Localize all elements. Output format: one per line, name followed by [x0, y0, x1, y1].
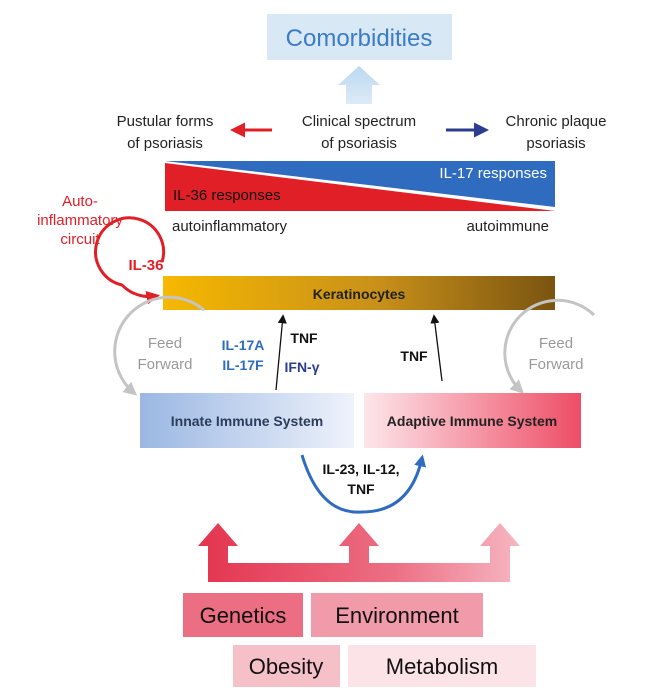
environment-label: Environment — [335, 603, 459, 628]
autoinflammatory-label: autoinflammatory — [172, 218, 288, 235]
adaptive-to-keratinocytes-arrow-icon — [430, 314, 443, 382]
crosstalk-arc-arrow-icon — [300, 454, 427, 514]
keratinocytes-bar — [163, 276, 555, 310]
keratinocytes-label: Keratinocytes — [313, 286, 406, 302]
feed-forward-right-label-1: Feed — [539, 335, 573, 352]
comorbidities-box — [267, 14, 452, 60]
circuit-label-2: inflammatory — [37, 212, 123, 229]
innate-immune-box — [140, 393, 354, 448]
il17-triangle — [165, 161, 555, 207]
circuit-label-1: Auto- — [62, 193, 98, 210]
adaptive-immune-box — [364, 393, 581, 448]
crosstalk-label-2: TNF — [347, 481, 375, 497]
il36-loop-arrow-icon — [94, 216, 166, 305]
il36-responses-label: IL-36 responses — [173, 187, 281, 204]
il36-label: IL-36 — [128, 257, 163, 274]
pustular-label-1: Pustular forms — [117, 113, 214, 130]
obesity-box — [233, 645, 340, 687]
innate-immune-label: Innate Immune System — [171, 413, 324, 429]
ifng-label: IFN-γ — [285, 359, 320, 375]
feed-forward-left-label-2: Forward — [137, 356, 192, 373]
circuit-label-3: circuit — [60, 231, 100, 248]
genetics-box — [183, 593, 303, 637]
adaptive-immune-label: Adaptive Immune System — [387, 413, 557, 429]
environment-box — [311, 593, 483, 637]
clinical-spectrum-label-2: of psoriasis — [321, 135, 397, 152]
il17f-label: IL-17F — [222, 357, 264, 373]
innate-tnf-label: TNF — [290, 330, 318, 346]
feed-forward-left-label-1: Feed — [148, 335, 182, 352]
factor-manifold-arrows-icon — [198, 523, 520, 582]
autoimmune-label: autoimmune — [466, 218, 549, 235]
chronic-plaque-label-1: Chronic plaque — [506, 113, 607, 130]
il36-triangle — [165, 163, 555, 211]
innate-to-keratinocytes-arrow-icon — [275, 314, 287, 391]
il17a-label: IL-17A — [222, 337, 265, 353]
adaptive-tnf-label: TNF — [400, 348, 428, 364]
metabolism-box — [348, 645, 536, 687]
il17-responses-label: IL-17 responses — [439, 165, 547, 182]
feed-forward-right-arrow-icon — [503, 298, 596, 394]
comorbidities-label: Comorbidities — [286, 25, 433, 52]
metabolism-label: Metabolism — [386, 654, 498, 679]
pustular-label-2: of psoriasis — [127, 135, 203, 152]
crosstalk-label-1: IL-23, IL-12, — [322, 461, 399, 477]
clinical-spectrum-label-1: Clinical spectrum — [302, 113, 416, 130]
feed-forward-left-arrow-icon — [113, 295, 205, 396]
feed-forward-right-label-2: Forward — [528, 356, 583, 373]
obesity-label: Obesity — [249, 654, 324, 679]
chronic-plaque-label-2: psoriasis — [526, 135, 585, 152]
genetics-label: Genetics — [200, 603, 287, 628]
up-arrow-icon — [338, 66, 380, 104]
